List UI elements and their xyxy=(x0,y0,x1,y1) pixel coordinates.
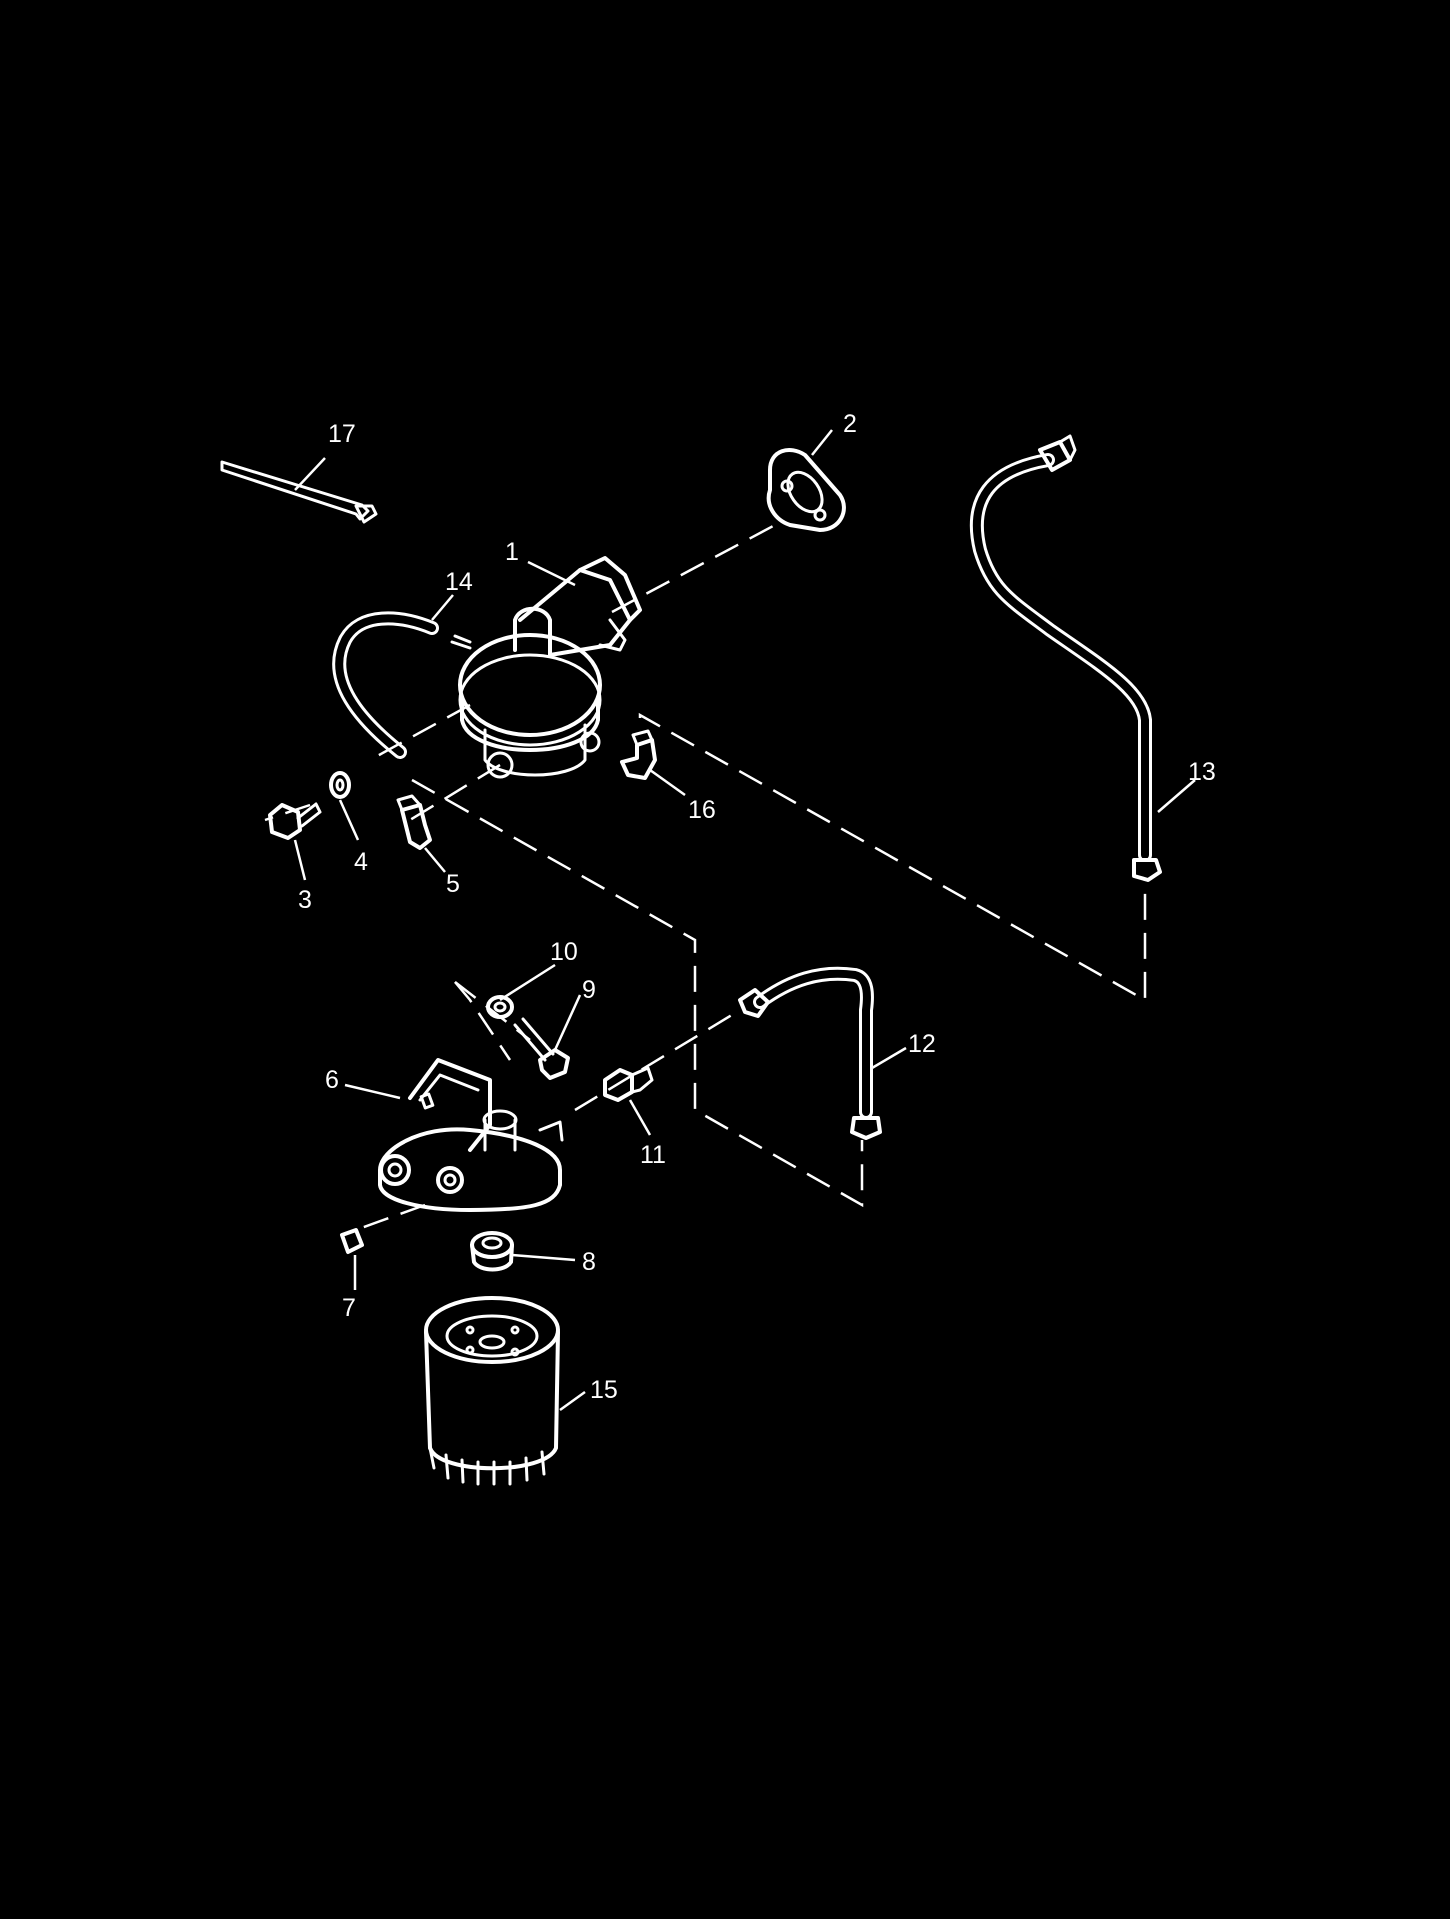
part-1-fuel-pump xyxy=(450,556,642,779)
callout-12: 12 xyxy=(908,1030,936,1058)
part-3-bolt xyxy=(268,802,322,840)
callout-5: 5 xyxy=(446,870,460,898)
callout-9: 9 xyxy=(582,976,596,1004)
part-16-elbow-fitting xyxy=(620,729,657,780)
callout-labels: 1 2 3 4 5 6 7 8 9 10 11 12 13 14 15 16 1… xyxy=(298,410,1216,1404)
callout-2: 2 xyxy=(843,410,857,438)
callout-16: 16 xyxy=(688,796,716,824)
callout-10: 10 xyxy=(550,938,578,966)
callout-3: 3 xyxy=(298,886,312,914)
callout-7: 7 xyxy=(342,1294,356,1322)
callout-11: 11 xyxy=(640,1141,666,1169)
callout-17: 17 xyxy=(328,420,356,448)
callout-6: 6 xyxy=(325,1066,339,1094)
part-15-filter-element xyxy=(424,1296,560,1486)
callout-8: 8 xyxy=(582,1248,596,1276)
part-14-hose xyxy=(332,611,439,759)
part-4-washer xyxy=(329,771,351,799)
part-13-fuel-line xyxy=(969,434,1162,882)
callout-15: 15 xyxy=(590,1376,618,1404)
part-8-adapter xyxy=(470,1231,514,1272)
callout-14: 14 xyxy=(445,568,473,596)
callout-13: 13 xyxy=(1188,758,1216,786)
leader-lines xyxy=(293,429,1196,1412)
callout-1: 1 xyxy=(505,538,519,566)
part-5-elbow-fitting xyxy=(396,794,432,850)
part-2-gasket xyxy=(766,448,846,532)
callout-4: 4 xyxy=(354,848,368,876)
part-12-fuel-line xyxy=(738,966,882,1140)
part-17-cable-tie xyxy=(220,460,378,524)
assembly-dashed-lines xyxy=(264,523,1147,1234)
